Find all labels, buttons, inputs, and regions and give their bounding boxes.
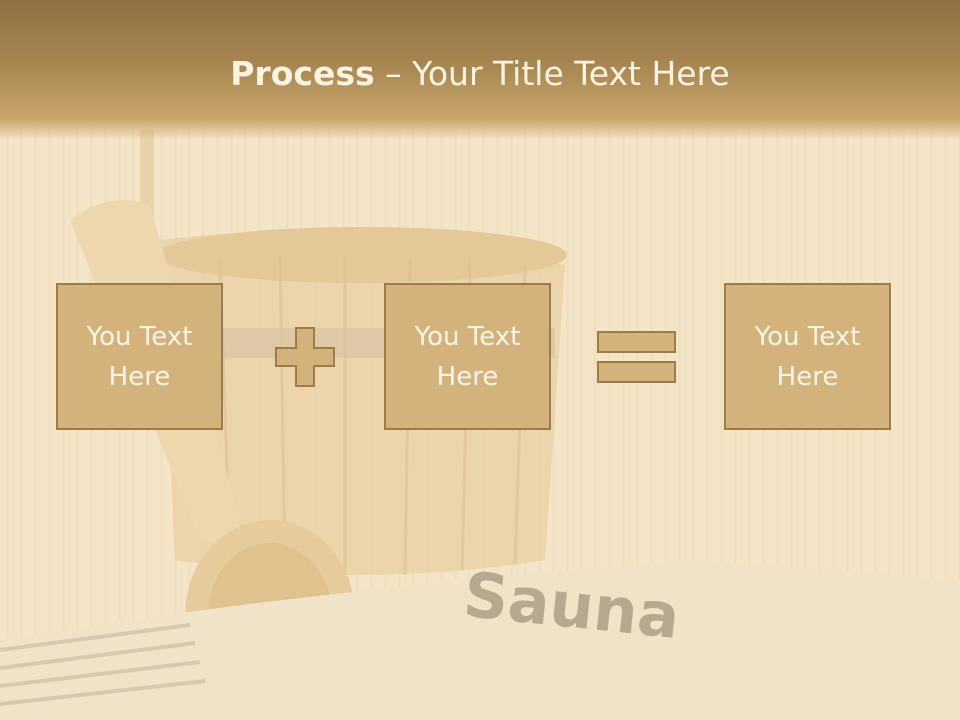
process-box-2[interactable]: You Text Here: [384, 283, 551, 430]
box-3-line-2: Here: [776, 361, 839, 392]
title-banner: [0, 0, 960, 140]
box-3-line-1: You Text: [754, 321, 861, 352]
box-1-line-1: You Text: [86, 321, 193, 352]
equals-icon[interactable]: [596, 330, 678, 386]
plus-icon[interactable]: [274, 326, 336, 388]
title-bold-part: Process: [230, 54, 375, 93]
box-2-line-2: Here: [436, 361, 499, 392]
process-box-3[interactable]: You Text Here: [724, 283, 891, 430]
box-2-line-1: You Text: [414, 321, 521, 352]
slide-title[interactable]: Process – Your Title Text Here: [0, 52, 960, 96]
process-box-1[interactable]: You Text Here: [56, 283, 223, 430]
box-1-line-2: Here: [108, 361, 171, 392]
title-rest-part: – Your Title Text Here: [374, 54, 730, 93]
